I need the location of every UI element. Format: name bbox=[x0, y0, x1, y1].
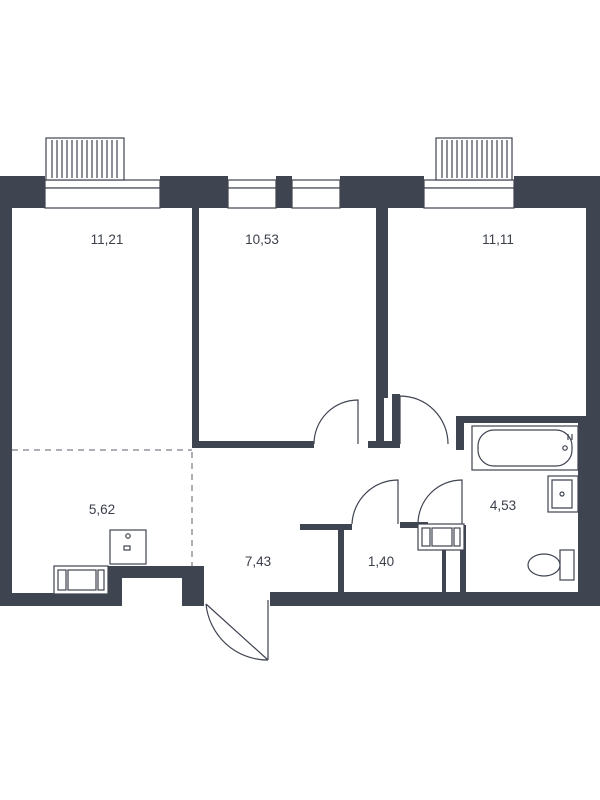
walls bbox=[0, 176, 600, 606]
window-mid-b bbox=[291, 179, 341, 189]
wall-room3-bottom-post bbox=[392, 394, 400, 448]
window-right-sill bbox=[423, 187, 515, 209]
wall-closet-left bbox=[338, 524, 344, 594]
radiator-right-icon bbox=[435, 137, 513, 181]
wall-top-left-mid bbox=[160, 176, 228, 208]
door-entrance-icon bbox=[205, 600, 269, 661]
wall-bathroom-top bbox=[456, 416, 586, 423]
windows bbox=[44, 179, 515, 209]
kitchen-counter-icon bbox=[53, 565, 109, 595]
hallway-area: 7,43 bbox=[245, 554, 271, 569]
room-1-area: 11,21 bbox=[91, 232, 124, 247]
wall-top-center bbox=[276, 176, 292, 208]
washing-machine-icon bbox=[417, 523, 465, 551]
bathroom-area: 4,53 bbox=[490, 498, 516, 513]
wall-bathroom-left bbox=[456, 416, 464, 450]
wall-left bbox=[0, 176, 12, 606]
wall-top-right-mid bbox=[340, 176, 424, 208]
bathroom-sink-icon bbox=[547, 475, 579, 513]
toilet-icon bbox=[527, 549, 575, 581]
wall-room2-bottom bbox=[192, 441, 314, 448]
room-labels: 11,21 10,53 11,11 5,62 7,43 1,40 4,53 bbox=[89, 232, 516, 569]
wall-room3-jamb bbox=[368, 441, 400, 448]
closet-area: 1,40 bbox=[368, 554, 394, 569]
wall-room2-room3 bbox=[376, 208, 384, 448]
window-mid-a-sill bbox=[227, 187, 277, 209]
wall-bottom-left-post bbox=[182, 566, 204, 606]
wall-closet-right bbox=[442, 548, 446, 594]
wall-room3-stub bbox=[384, 208, 388, 398]
room-3-area: 11,11 bbox=[482, 232, 514, 247]
door-closet-icon bbox=[351, 479, 399, 525]
wall-bathroom-left-lower bbox=[460, 525, 466, 595]
wall-top-right bbox=[514, 176, 600, 208]
door-bathroom-icon bbox=[417, 479, 463, 525]
wall-bottom-right bbox=[270, 592, 600, 606]
kitchen-divider bbox=[12, 449, 193, 566]
fixtures bbox=[53, 425, 579, 595]
wall-room1-room2 bbox=[192, 208, 199, 448]
wall-bathroom-right bbox=[578, 416, 586, 594]
window-mid-a bbox=[227, 179, 277, 189]
kitchen-sink-icon bbox=[109, 529, 147, 565]
window-left bbox=[44, 179, 161, 189]
wall-closet-top-right bbox=[400, 522, 428, 528]
window-right bbox=[423, 179, 515, 189]
radiators bbox=[45, 137, 513, 181]
kitchen-area: 5,62 bbox=[89, 502, 115, 517]
wall-right bbox=[586, 176, 600, 606]
door-room2-icon bbox=[313, 399, 359, 445]
door-room3-icon bbox=[399, 395, 449, 445]
window-left-sill bbox=[44, 187, 161, 209]
radiator-left-icon bbox=[45, 137, 125, 181]
room-2-area: 10,53 bbox=[245, 232, 279, 247]
wall-bottom-left-step bbox=[108, 566, 194, 578]
doors bbox=[205, 395, 463, 661]
wall-closet-top bbox=[300, 524, 352, 530]
bathtub-icon bbox=[471, 425, 579, 471]
window-mid-b-sill bbox=[291, 187, 341, 209]
wall-bottom-left bbox=[0, 593, 120, 606]
